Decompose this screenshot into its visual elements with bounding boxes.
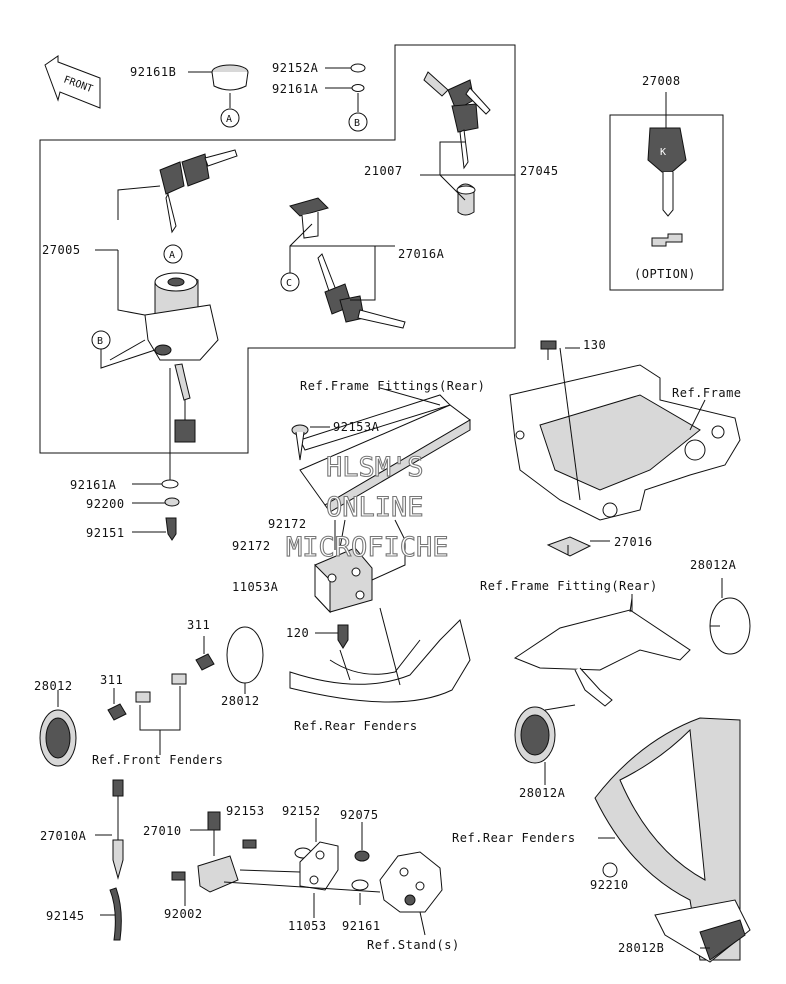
label-28012-right: 28012 <box>221 694 260 708</box>
label-27016: 27016 <box>614 535 653 549</box>
label-27008: 27008 <box>642 74 681 88</box>
frame-fitting-rear-right <box>513 597 691 707</box>
bolt-92002 <box>171 871 186 881</box>
label-27010: 27010 <box>143 824 182 838</box>
label-92152A: 92152A <box>272 61 319 75</box>
svg-text:B: B <box>97 336 103 347</box>
callout-b-top: B <box>348 112 368 132</box>
label-92151: 92151 <box>86 526 125 540</box>
stud-right <box>171 673 187 685</box>
bolt-92153 <box>242 839 257 849</box>
svg-text:B: B <box>354 118 360 129</box>
rear-fenders-low <box>594 717 741 961</box>
lock-27016 <box>546 536 592 557</box>
label-28012B: 28012B <box>618 941 664 955</box>
label-ref-frame-fittings-rear: Ref.Frame Fittings(Rear) <box>300 379 485 393</box>
label-27016A: 27016A <box>398 247 445 261</box>
callout-c: C <box>280 272 300 292</box>
label-92210: 92210 <box>590 878 629 892</box>
reflector-28012A-low <box>514 706 556 764</box>
label-ref-stand: Ref.Stand(s) <box>367 938 460 952</box>
label-27010A: 27010A <box>40 829 87 843</box>
reflector-28012B <box>654 899 751 963</box>
bolt-130 <box>540 340 557 360</box>
frame-fittings-rear-part <box>299 394 471 513</box>
reflector-28012A-top <box>709 597 751 655</box>
group-outline <box>39 44 516 454</box>
label-ref-rear-fenders-mid: Ref.Rear Fenders <box>294 719 418 733</box>
label-92153: 92153 <box>226 804 265 818</box>
label-ref-frame: Ref.Frame <box>672 386 742 400</box>
rear-fenders-mid <box>289 619 471 703</box>
plate-11053 <box>299 841 339 891</box>
reflector-28012-right <box>226 626 264 684</box>
label-92075: 92075 <box>340 808 379 822</box>
label-28012A-top: 28012A <box>690 558 737 572</box>
lock-27016A <box>289 197 406 329</box>
option-key-27008: K <box>647 92 687 247</box>
label-311-a: 311 <box>100 673 123 687</box>
bracket-11053A <box>314 547 373 614</box>
label-92153A: 92153A <box>333 420 380 434</box>
label-92152: 92152 <box>282 804 321 818</box>
bolt-92153A <box>291 424 309 461</box>
watermark-line-1: HLSM'S <box>326 452 424 483</box>
watermark: HLSM'S ONLINE MICROFICHE <box>285 451 449 563</box>
nut-311-left <box>107 703 127 721</box>
callout-b-mid: B <box>91 330 111 350</box>
bolt-120 <box>337 624 349 649</box>
key-set-21007 <box>423 71 491 216</box>
label-92161A-low: 92161A <box>70 478 117 492</box>
label-21007: 21007 <box>364 164 403 178</box>
label-92161B: 92161B <box>130 65 176 79</box>
front-arrow-icon: FRONT <box>44 55 101 109</box>
label-28012A-low: 28012A <box>519 786 566 800</box>
watermark-line-3: MICROFICHE <box>286 532 449 563</box>
switch-27010A <box>112 779 124 880</box>
callout-a-mid: A <box>163 244 183 264</box>
label-92161: 92161 <box>342 919 381 933</box>
reflector-28012-left <box>39 709 77 767</box>
label-11053A: 11053A <box>232 580 279 594</box>
key-set-27005 <box>159 149 238 234</box>
stud-left <box>135 691 151 703</box>
label-11053: 11053 <box>288 919 327 933</box>
label-ref-frame-fitting-rear: Ref.Frame Fitting(Rear) <box>480 579 658 593</box>
svg-text:K: K <box>660 147 666 158</box>
label-130: 130 <box>583 338 606 352</box>
label-ref-front-fenders: Ref.Front Fenders <box>92 753 223 767</box>
label-92161A-top: 92161A <box>272 82 319 96</box>
part-92161B-cap <box>211 64 249 108</box>
washer-stack <box>161 479 180 541</box>
clip-92145 <box>109 887 122 941</box>
spacer-92075 <box>354 850 370 862</box>
label-92172-a: 92172 <box>268 517 307 531</box>
watermark-line-2: ONLINE <box>326 492 424 523</box>
part-92152A-washer <box>350 63 366 112</box>
nut-311-right <box>195 653 215 671</box>
stand-bracket <box>379 851 443 913</box>
washer-92161 <box>351 879 369 891</box>
ignition-switch-body <box>144 272 219 443</box>
svg-text:A: A <box>226 114 232 125</box>
label-92200: 92200 <box>86 497 125 511</box>
callout-a-top: A <box>220 108 240 128</box>
svg-text:A: A <box>169 250 175 261</box>
label-120: 120 <box>286 626 309 640</box>
label-28012-left: 28012 <box>34 679 73 693</box>
svg-text:C: C <box>286 278 292 289</box>
label-311-b: 311 <box>187 618 210 632</box>
label-92172-b: 92172 <box>232 539 271 553</box>
label-92002: 92002 <box>164 907 203 921</box>
option-label: (OPTION) <box>634 267 696 281</box>
label-92145: 92145 <box>46 909 85 923</box>
label-ref-rear-fenders-low: Ref.Rear Fenders <box>452 831 576 845</box>
switch-27010 <box>197 811 239 893</box>
label-27045: 27045 <box>520 164 559 178</box>
label-27005: 27005 <box>42 243 81 257</box>
